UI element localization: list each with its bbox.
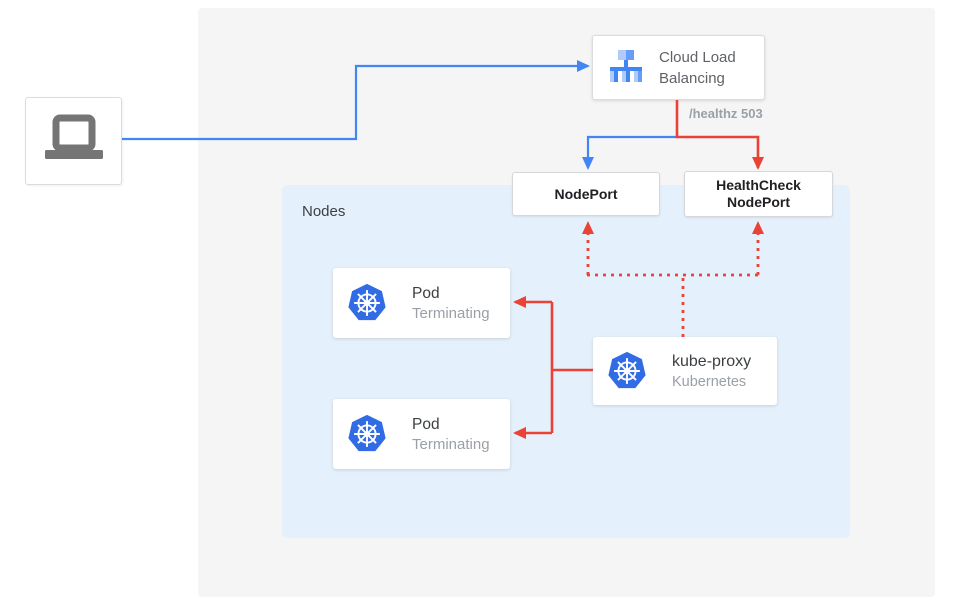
pod-terminating-node-2: Pod Terminating [333,399,510,469]
pod-title: Pod [412,415,440,433]
cloud-load-balancing-label: Cloud Load Balancing [659,47,736,89]
healthz-503-label: /healthz 503 [689,106,763,121]
cloud-load-balancing-node: Cloud Load Balancing [592,35,765,100]
client-laptop-node [25,97,122,185]
kubernetes-icon [346,413,388,455]
kubernetes-icon [346,282,388,324]
pod-status: Terminating [412,435,490,453]
cloud-load-balancing-label-line2: Balancing [659,69,725,87]
pod-title: Pod [412,284,440,302]
healthcheck-nodeport-node: HealthCheck NodePort [684,171,833,217]
nodeport-label: NodePort [554,185,618,202]
nodes-label: Nodes [302,203,346,220]
laptop-icon [42,113,106,170]
pod-status: Terminating [412,304,490,322]
kubernetes-icon [606,350,648,392]
healthcheck-nodeport-label-line2: NodePort [727,194,790,210]
cloud-load-balancing-icon [603,45,649,91]
kube-proxy-node: kube-proxy Kubernetes [593,337,777,405]
kube-proxy-title: kube-proxy [672,352,752,370]
pod-terminating-node-1: Pod Terminating [333,268,510,338]
cloud-load-balancing-label-line1: Cloud Load [659,48,736,66]
healthcheck-nodeport-label-line1: HealthCheck [716,177,801,193]
nodeport-node: NodePort [512,172,660,216]
kube-proxy-subtitle: Kubernetes [672,373,747,390]
